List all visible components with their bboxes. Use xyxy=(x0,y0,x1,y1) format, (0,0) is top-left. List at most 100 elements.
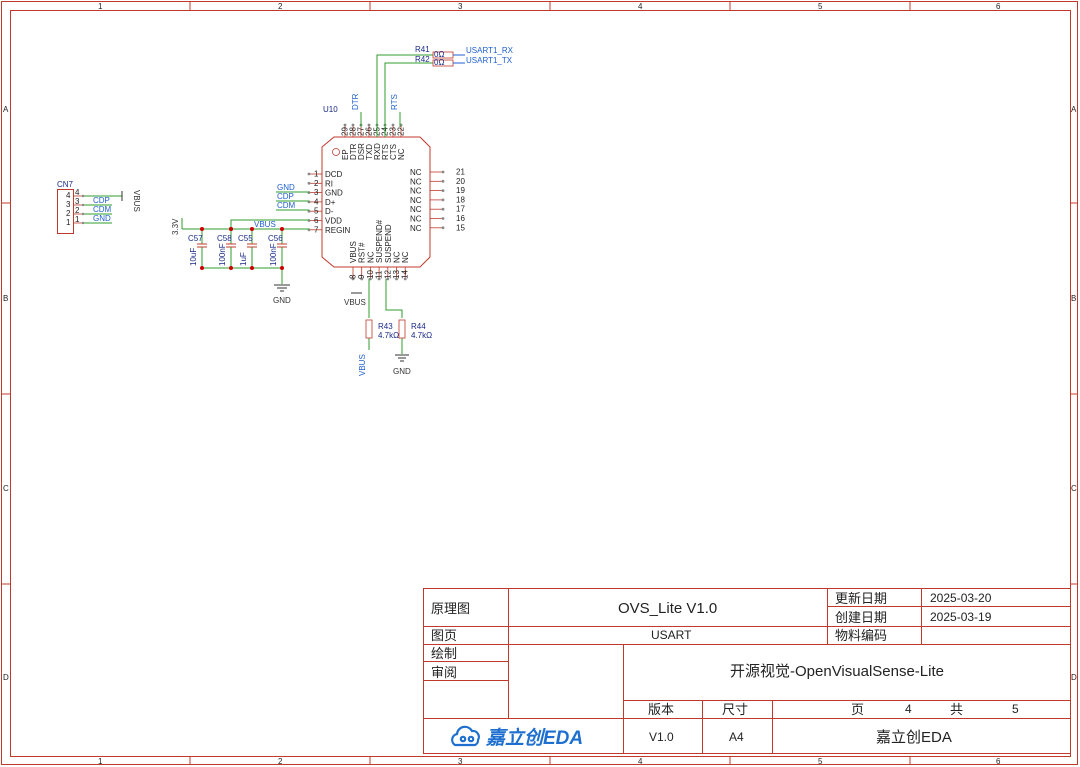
pin-end xyxy=(441,226,445,230)
cap-value: 100nF xyxy=(218,243,227,266)
u10-pin-number: 5 xyxy=(314,207,319,216)
row-label: A xyxy=(3,105,9,114)
u10-pin-name: DTR xyxy=(349,143,358,160)
u10-pin-number: 18 xyxy=(456,195,465,204)
cap-value: 100nF xyxy=(269,243,278,266)
col-label: 4 xyxy=(638,757,643,766)
r42-designator: R42 xyxy=(415,55,430,64)
pin-end xyxy=(441,217,445,220)
logo-text: 嘉立创EDA xyxy=(485,727,583,749)
u10-pin-name: DSR xyxy=(357,143,366,160)
u10-pin-number: 10 xyxy=(366,270,375,279)
pin1-marker xyxy=(332,148,340,156)
u10-pin-name: RST# xyxy=(358,242,367,263)
cn7-cdm-label: CDM xyxy=(93,205,112,214)
size-value: A4 xyxy=(729,730,744,744)
u10-pin-number: 16 xyxy=(456,214,465,223)
update-date-label: 更新日期 xyxy=(835,591,887,606)
junction-dot xyxy=(229,227,233,231)
u10-pin-name: NC xyxy=(393,251,402,263)
r44-body xyxy=(398,319,406,339)
gnd-label-caps: GND xyxy=(273,296,291,305)
jlc-eda-logo: 嘉立创EDA xyxy=(451,725,583,749)
col-label: 3 xyxy=(458,757,463,766)
title-block xyxy=(423,588,1071,754)
u10-pin-name: CTS xyxy=(389,144,398,160)
u10-pin-number: 21 xyxy=(456,168,465,177)
vbus-net-label: VBUS xyxy=(254,220,276,229)
cn7-pin-number: 2 xyxy=(75,206,80,215)
u10-pin-number: 22 xyxy=(397,127,406,136)
size-label: 尺寸 xyxy=(722,702,748,717)
row-label: A xyxy=(1071,105,1077,114)
u10-pin-number: 17 xyxy=(456,205,465,214)
frame-inner xyxy=(10,10,1071,757)
page-number: 4 xyxy=(905,702,912,716)
u10-pin-number: 3 xyxy=(314,188,319,197)
col-label: 2 xyxy=(278,2,283,11)
total-label: 共 xyxy=(950,702,963,717)
row-label: D xyxy=(1071,673,1077,682)
pin-end xyxy=(441,189,445,193)
u10-pin-number: 7 xyxy=(314,225,319,234)
u10-pin-number: 2 xyxy=(314,179,319,188)
u10-pin-name: NC xyxy=(410,187,422,196)
u10-pin-name: TXD xyxy=(365,144,374,160)
u10-pin-number: 13 xyxy=(392,270,401,279)
cn7-gnd-label: GND xyxy=(93,214,111,223)
cn7-pin-index: 2 xyxy=(66,209,71,218)
cdm-net-label: CDM xyxy=(277,201,296,210)
junction-dot xyxy=(200,227,204,231)
u10-pin-name: NC xyxy=(410,196,422,205)
u10-pin-number: 14 xyxy=(401,270,410,279)
row-label: D xyxy=(3,673,9,682)
cdp-net-label: CDP xyxy=(277,192,294,201)
pin-end xyxy=(441,207,445,211)
version-value: V1.0 xyxy=(649,730,674,744)
cn7-cdp-label: CDP xyxy=(93,196,110,205)
col-label: 1 xyxy=(98,757,103,766)
u10-pin-name: SUSPEND# xyxy=(375,219,384,263)
r41-value: 0Ω xyxy=(434,50,444,59)
u10-designator: U10 xyxy=(323,105,338,114)
u10-pin-number: 8 xyxy=(349,274,358,279)
cap-designator: C55 xyxy=(238,234,253,243)
pin-end xyxy=(441,170,445,174)
u10-pin-name: D+ xyxy=(325,198,336,207)
junction-dot xyxy=(280,227,284,231)
r43-body xyxy=(365,319,373,339)
dtr-rts-flags: DTR RTS xyxy=(351,93,401,127)
total-pages: 5 xyxy=(1012,702,1019,716)
cloud-icon xyxy=(451,725,480,747)
row-label: C xyxy=(1071,484,1077,493)
u10-pin-number: 12 xyxy=(383,270,392,279)
u10-pin-name: NC xyxy=(366,251,375,263)
project-title: OVS_Lite V1.0 xyxy=(618,600,717,617)
r41-r42: R41 R42 0Ω 0Ω USART1_RX USART1_TX xyxy=(376,45,514,137)
u10-pin-name: NC xyxy=(401,251,410,263)
pin-end xyxy=(351,123,355,127)
pin-end xyxy=(395,277,398,281)
pin-end xyxy=(391,123,395,127)
u10-pin-name: VDD xyxy=(325,217,342,226)
u10-pin-number: 19 xyxy=(456,186,465,195)
u10-pin-name: NC xyxy=(397,148,406,160)
pin-end xyxy=(377,277,381,281)
r44-designator: R44 xyxy=(411,322,426,331)
u10-pin-name: REGIN xyxy=(325,226,351,235)
rts-net-label: RTS xyxy=(390,94,399,110)
usart1-rx-net: USART1_RX xyxy=(466,46,514,55)
update-date-value: 2025-03-20 xyxy=(930,591,992,605)
pin-end xyxy=(386,277,390,281)
r43-designator: R43 xyxy=(378,322,393,331)
r44-value: 4.7kΩ xyxy=(411,331,432,340)
r41-designator: R41 xyxy=(415,45,430,54)
cn7-pin-number: 1 xyxy=(75,215,80,224)
gnd-label-r44: GND xyxy=(393,367,411,376)
cn7-pin-index: 3 xyxy=(66,200,71,209)
u10-pin-name: NC xyxy=(410,177,422,186)
u10-pin-name: SUSPEND xyxy=(384,224,393,263)
cn7-pin-index: 1 xyxy=(66,218,71,227)
col-label: 2 xyxy=(278,757,283,766)
u10-pin-name: EP xyxy=(341,149,350,160)
